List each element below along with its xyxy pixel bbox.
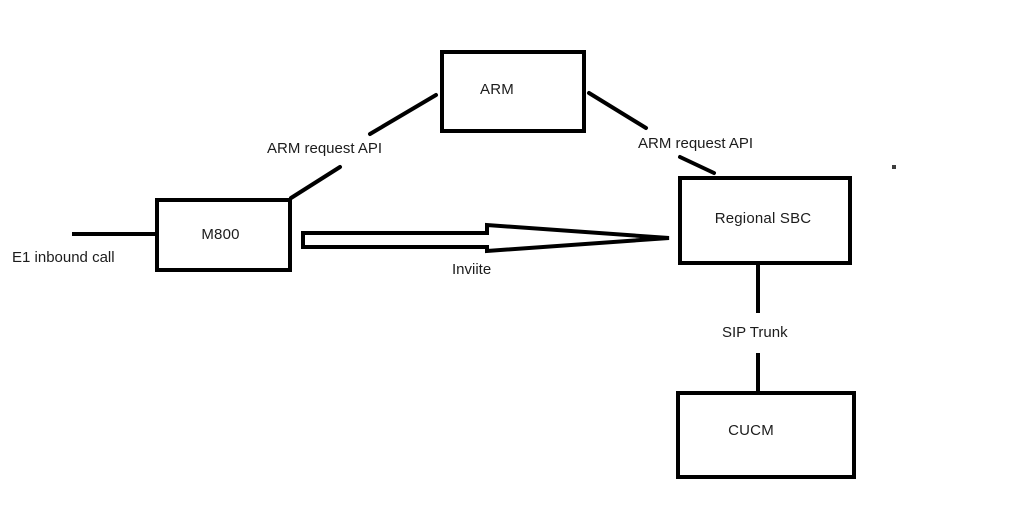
arm-to-sbc-line-upper bbox=[587, 91, 648, 130]
node-cucm: CUCM bbox=[676, 391, 856, 479]
node-cucm-label: CUCM bbox=[728, 421, 774, 439]
edge-label-invite: Inviite bbox=[452, 261, 492, 278]
stray-dot bbox=[892, 165, 896, 169]
invite-block-arrow bbox=[301, 222, 670, 254]
edge-label-e1-inbound-call: E1 inbound call bbox=[12, 249, 115, 266]
node-arm: ARM bbox=[440, 50, 586, 133]
node-regional-sbc-label: Regional SBC bbox=[714, 210, 812, 227]
node-m800: M800 bbox=[155, 198, 292, 272]
edge-label-sip-trunk: SIP Trunk bbox=[722, 324, 788, 341]
edge-label-arm-request-api-right: ARM request API bbox=[638, 135, 754, 152]
node-regional-sbc: Regional SBC bbox=[678, 176, 852, 265]
edge-label-arm-request-api-left: ARM request API bbox=[267, 140, 383, 157]
arm-to-sbc-line-lower bbox=[678, 155, 716, 175]
node-arm-label: ARM bbox=[480, 81, 514, 98]
m800-to-arm-line-lower bbox=[289, 165, 342, 200]
m800-to-arm-line-upper bbox=[368, 93, 438, 136]
node-m800-label: M800 bbox=[201, 225, 240, 243]
